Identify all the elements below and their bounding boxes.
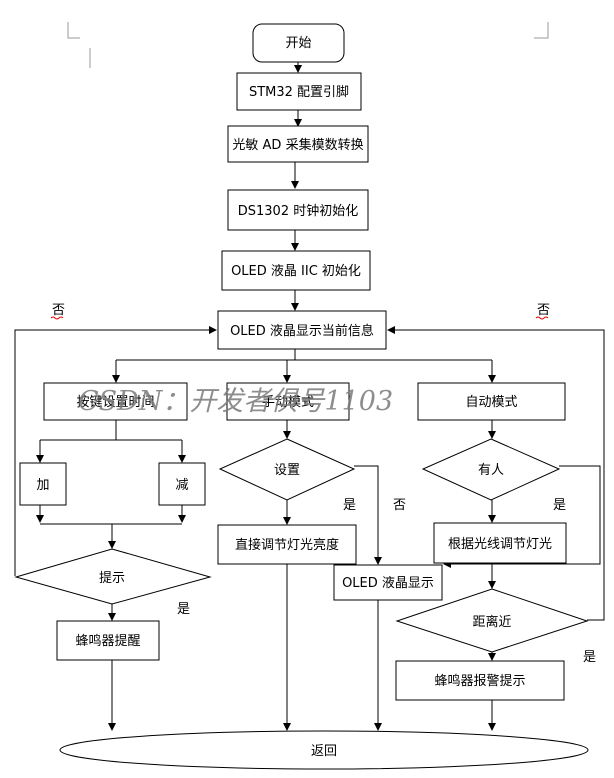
svg-text:根据光线调节灯光: 根据光线调节灯光 [448, 537, 552, 552]
svg-text:按键设置时间: 按键设置时间 [76, 395, 154, 410]
node-oled-info: OLED 液晶显示当前信息 [217, 310, 387, 350]
svg-text:直接调节灯光亮度: 直接调节灯光亮度 [235, 537, 339, 553]
label-no-right: 否 [537, 303, 550, 318]
svg-text:蜂鸣器提醒: 蜂鸣器提醒 [75, 633, 140, 649]
node-start: 开始 [252, 23, 345, 63]
svg-text:OLED 液晶显示: OLED 液晶显示 [342, 576, 434, 591]
node-auto-mode: 自动模式 [417, 382, 566, 421]
node-buzzer-remind: 蜂鸣器提醒 [56, 620, 160, 661]
decision-person: 有人 [421, 438, 561, 501]
node-light-adjust: 根据光线调节灯光 [433, 522, 567, 564]
decision-prompt: 提示 [14, 548, 212, 605]
svg-text:自动模式: 自动模式 [465, 395, 517, 410]
node-manual-mode: 手动模式 [226, 382, 350, 421]
svg-text:DS1302 时钟初始化: DS1302 时钟初始化 [238, 203, 358, 219]
decision-near: 距离近 [395, 588, 589, 653]
node-return: 返回 [59, 730, 589, 770]
node-stm32-config: STM32 配置引脚 [236, 72, 362, 111]
label-no-left: 否 [52, 303, 65, 318]
node-ds1302-init: DS1302 时钟初始化 [227, 189, 369, 231]
node-oled-init: OLED 液晶 IIC 初始化 [221, 250, 371, 291]
svg-text:返回: 返回 [311, 744, 337, 759]
node-add: 加 [19, 462, 67, 506]
svg-text:有人: 有人 [478, 463, 504, 478]
node-ad-conversion: 光敏 AD 采集模数转换 [227, 125, 369, 163]
svg-text:OLED 液晶 IIC 初始化: OLED 液晶 IIC 初始化 [231, 264, 361, 279]
svg-text:OLED 液晶显示当前信息: OLED 液晶显示当前信息 [230, 323, 374, 339]
node-sub: 减 [158, 462, 206, 506]
label-yes-person: 是 [553, 498, 566, 513]
svg-text:STM32 配置引脚: STM32 配置引脚 [249, 84, 349, 100]
node-key-set-time: 按键设置时间 [43, 382, 188, 421]
svg-text:开始: 开始 [285, 36, 311, 51]
label-yes-set: 是 [343, 498, 356, 513]
node-oled-show: OLED 液晶显示 [333, 564, 443, 601]
svg-text:减: 减 [175, 478, 188, 493]
svg-text:距离近: 距离近 [472, 614, 511, 630]
label-no-set: 否 [393, 498, 406, 513]
connectors [14, 62, 605, 731]
svg-text:加: 加 [36, 478, 49, 493]
svg-text:设置: 设置 [274, 463, 300, 478]
svg-text:提示: 提示 [99, 570, 125, 586]
label-yes-near: 是 [583, 650, 596, 665]
page-corner-marks [67, 22, 549, 68]
decision-set: 设置 [218, 438, 356, 501]
label-yes-prompt: 是 [177, 602, 190, 617]
node-direct-adjust: 直接调节灯光亮度 [217, 524, 357, 565]
watermark: CSDN：开发者俱号1103 [78, 386, 393, 417]
node-buzzer-alarm: 蜂鸣器报警提示 [395, 660, 565, 701]
svg-text:蜂鸣器报警提示: 蜂鸣器报警提示 [434, 673, 525, 689]
svg-text:光敏 AD 采集模数转换: 光敏 AD 采集模数转换 [232, 137, 363, 153]
svg-text:手动模式: 手动模式 [262, 395, 314, 410]
